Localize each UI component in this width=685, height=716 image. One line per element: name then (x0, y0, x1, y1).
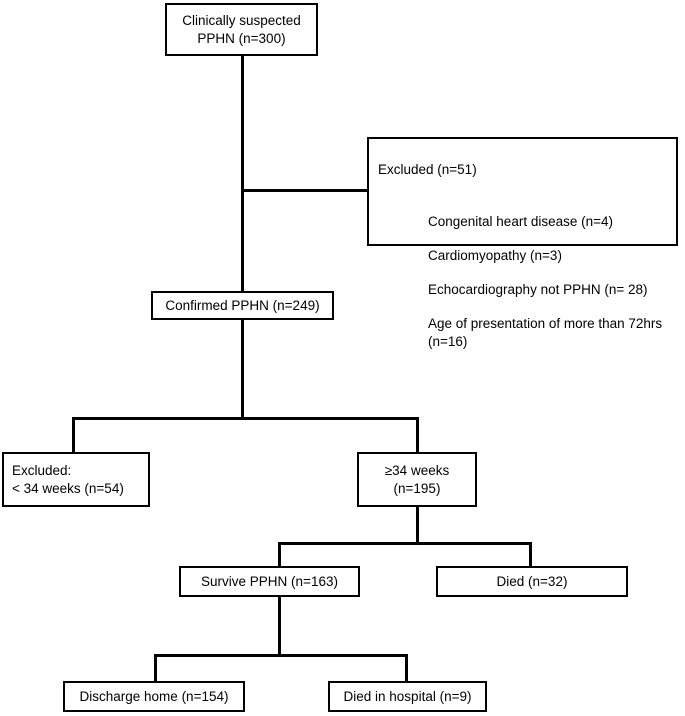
connector-suspected-to-excluded51 (241, 189, 369, 192)
node-excluded-under-34-weeks: Excluded: < 34 weeks (n=54) (2, 452, 150, 507)
connector-confirmed-to-ge34 (416, 417, 419, 453)
connector-ge34-stem (416, 507, 419, 544)
node-died: Died (n=32) (436, 566, 628, 597)
node-survive-pphn: Survive PPHN (n=163) (179, 566, 360, 597)
node-ge-34-weeks: ≥34 weeks (n=195) (357, 452, 477, 507)
node-discharge-home: Discharge home (n=154) (63, 681, 245, 712)
connector-survive-to-died9 (405, 654, 408, 681)
connector-ge34-split-bar (278, 542, 532, 545)
list-item: Echocardiography not PPHN (n= 28) (428, 282, 648, 298)
node-confirmed-pphn: Confirmed PPHN (n=249) (151, 291, 334, 320)
list-item: Congenital heart disease (n=4) (428, 213, 613, 229)
connector-ge34-to-survive (278, 542, 281, 566)
node-died-in-hospital: Died in hospital (n=9) (328, 681, 487, 712)
connector-confirmed-to-excluded54 (72, 417, 75, 453)
connector-ge34-to-died32 (529, 542, 532, 566)
connector-survive-to-discharge (154, 654, 157, 681)
connector-confirmed-split-bar (72, 417, 419, 420)
connector-survive-stem (278, 597, 281, 655)
connector-confirmed-stem (241, 320, 244, 420)
excluded-51-reason-list: Congenital heart disease (n=4) Cardiomyo… (378, 195, 670, 366)
list-item: Age of presentation of more than 72hrs (… (428, 316, 663, 349)
node-excluded-51: Excluded (n=51) Congenital heart disease… (367, 137, 678, 349)
list-item: Cardiomyopathy (n=3) (428, 247, 562, 263)
connector-suspected-to-confirmed (241, 55, 244, 291)
excluded-51-heading: Excluded (n=51) (378, 162, 477, 178)
node-clinically-suspected-pphn: Clinically suspected PPHN (n=300) (165, 3, 318, 56)
connector-survive-split-bar (154, 654, 408, 657)
